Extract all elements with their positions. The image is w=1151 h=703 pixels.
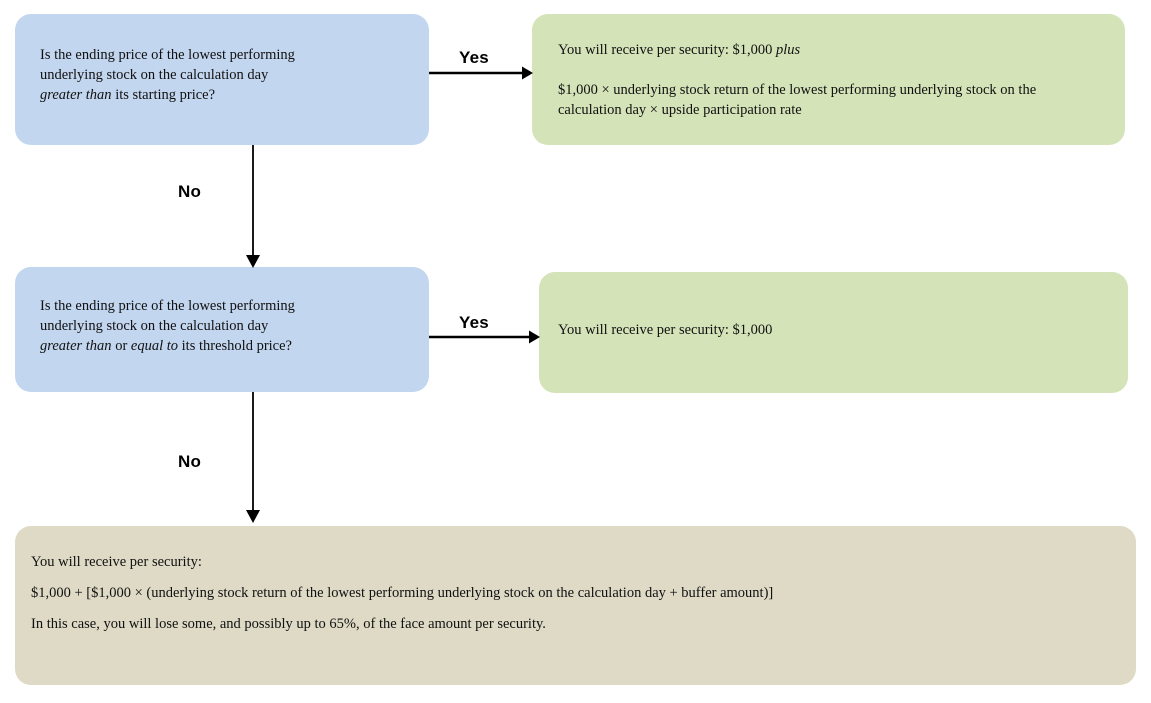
q2-line-3-rest: its threshold price? <box>178 338 292 354</box>
connector-yes-2-label: Yes <box>459 313 489 332</box>
connector-no-1-label: No <box>178 182 202 201</box>
decision-node-question-1: Is the ending price of the lowest perfor… <box>15 14 429 145</box>
decision-node-question-1-text: Is the ending price of the lowest perfor… <box>40 45 415 105</box>
o3-para-2: $1,000 + [$1,000 × (underlying stock ret… <box>31 585 774 601</box>
q2-line-3-mid: or <box>111 338 131 354</box>
q1-line-3-emphasis: greater than <box>40 87 112 103</box>
o1-para-2: $1,000 × underlying stock return of the … <box>558 82 1037 118</box>
o1-para-1-pre: You will receive per security: $1,000 <box>558 42 776 58</box>
connector-yes-1-label: Yes <box>459 48 489 67</box>
connector-yes-1-arrow <box>429 66 533 80</box>
outcome-node-upside: You will receive per security: $1,000 pl… <box>532 14 1125 145</box>
q1-line-3-rest: its starting price? <box>111 87 216 103</box>
q2-line-1: Is the ending price of the lowest perfor… <box>40 298 295 314</box>
o3-para-1: You will receive per security: <box>31 554 202 570</box>
q1-line-1: Is the ending price of the lowest perfor… <box>40 47 295 63</box>
outcome-node-downside-text: You will receive per security: $1,000 + … <box>31 552 1116 634</box>
o3-para-3: In this case, you will lose some, and po… <box>31 616 546 632</box>
q2-line-3-emphasis-a: greater than <box>40 338 112 354</box>
connector-no-1-arrow <box>246 145 260 268</box>
outcome-node-par: You will receive per security: $1,000 <box>539 272 1128 393</box>
o2-text: You will receive per security: $1,000 <box>558 322 773 338</box>
connector-yes-2-arrow <box>429 330 540 344</box>
q2-line-3-emphasis-b: equal to <box>130 338 179 354</box>
connector-no-2-arrow <box>246 392 260 523</box>
outcome-node-par-text: You will receive per security: $1,000 <box>558 320 1103 340</box>
q2-line-2: underlying stock on the calculation day <box>40 318 269 334</box>
connector-no-2-label: No <box>178 452 202 471</box>
decision-node-question-2: Is the ending price of the lowest perfor… <box>15 267 429 392</box>
decision-node-question-2-text: Is the ending price of the lowest perfor… <box>40 296 415 356</box>
q1-line-2: underlying stock on the calculation day <box>40 67 269 83</box>
o1-para-1-emphasis: plus <box>776 42 801 58</box>
outcome-node-downside: You will receive per security: $1,000 + … <box>15 526 1136 685</box>
outcome-node-upside-text: You will receive per security: $1,000 pl… <box>558 40 1103 120</box>
